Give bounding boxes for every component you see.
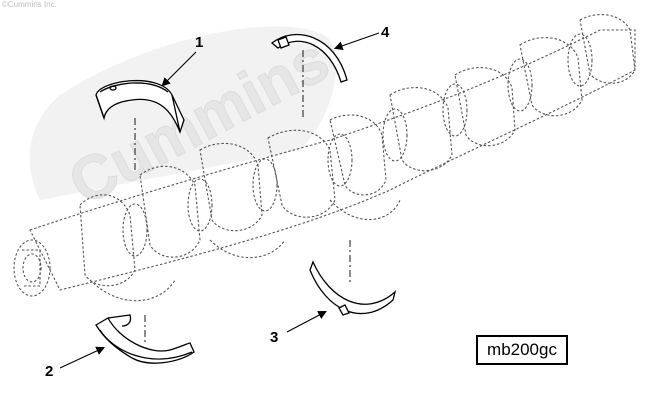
alignment-lines: [134, 50, 351, 345]
leader-3: [286, 310, 327, 333]
callout-3: 3: [270, 329, 279, 346]
cummins-logo-watermark: Cummins: [29, 25, 340, 219]
upper-thrust-washer: [270, 34, 348, 83]
leader-lines: [59, 32, 380, 369]
callout-4: 4: [381, 24, 390, 41]
upper-main-bearing-shell: [95, 79, 185, 134]
lower-main-bearing-shell: [95, 314, 195, 364]
figure-code-box: mb200gc: [476, 335, 568, 365]
leader-4: [333, 32, 380, 50]
crankshaft: [13, 14, 636, 302]
callout-2: 2: [45, 363, 54, 380]
leader-2: [59, 346, 105, 369]
callout-1: 1: [195, 34, 204, 51]
lower-thrust-washer: [309, 260, 397, 316]
leader-1: [161, 51, 197, 87]
copyright-watermark: ©Cummins Inc.: [2, 0, 57, 9]
